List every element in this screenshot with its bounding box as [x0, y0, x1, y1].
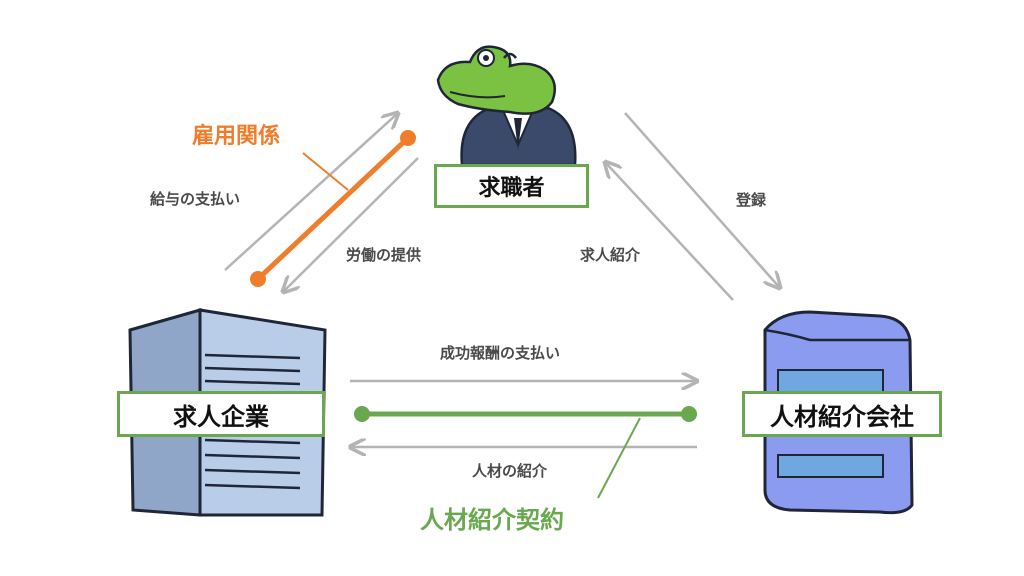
frog-character-icon — [436, 45, 577, 167]
employer-node: 求人企業 — [117, 391, 325, 437]
agency-label: 人材紹介会社 — [770, 402, 914, 431]
success-fee-label: 成功報酬の支払い — [440, 344, 561, 362]
job-seeker-node: 求職者 — [434, 164, 589, 208]
salary-arrow — [224, 113, 398, 271]
register-arrow — [624, 112, 780, 288]
job-seeker-label: 求職者 — [478, 176, 545, 201]
job-intro-label: 求人紹介 — [580, 246, 641, 264]
talent-intro-label: 人材の紹介 — [472, 462, 548, 480]
labor-arrow — [283, 157, 419, 292]
employment-relation-label: 雇用関係 — [192, 124, 281, 149]
labor-label: 労働の提供 — [346, 246, 422, 264]
salary-label: 給与の支払い — [150, 190, 241, 208]
contract-relation-line — [354, 406, 697, 499]
job-intro-arrow — [605, 162, 734, 301]
employment-relation-line — [250, 130, 416, 287]
contract-relation-label: 人材紹介契約 — [420, 506, 564, 534]
employer-label: 求人企業 — [173, 402, 269, 431]
agency-node: 人材紹介会社 — [742, 391, 942, 437]
register-label: 登録 — [736, 191, 767, 209]
